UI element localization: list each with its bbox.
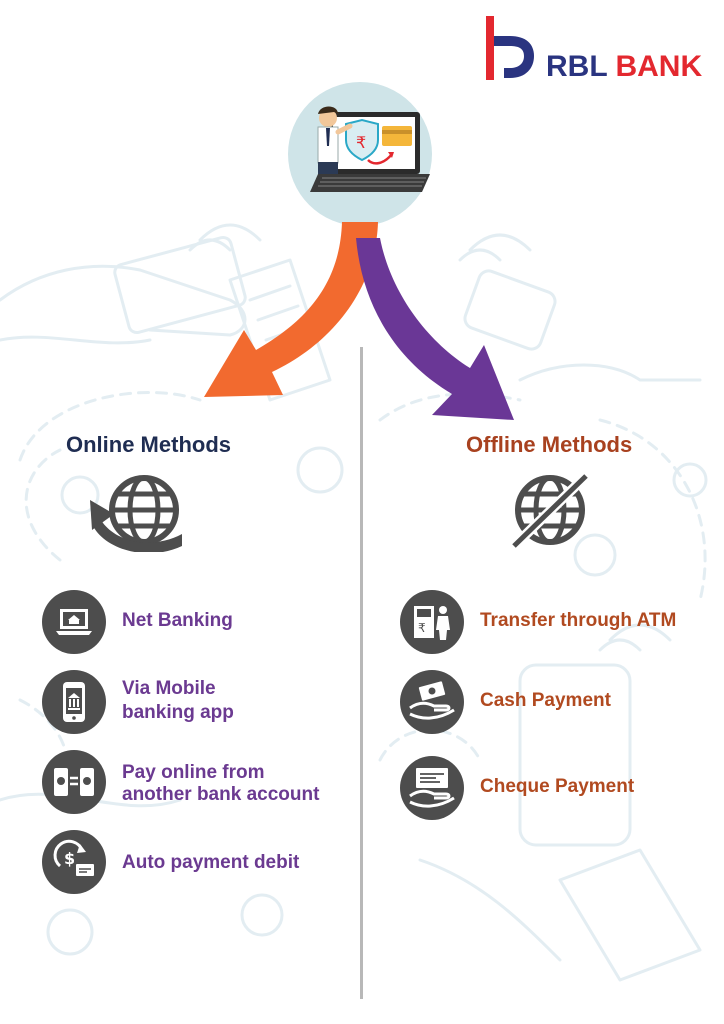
method-label: Via Mobile [122,678,216,699]
online-method-net-banking: Net Banking [42,590,342,654]
atm-icon: ₹ [400,590,464,654]
method-label-line2: banking app [122,702,234,723]
offline-method-cheque: Cheque Payment [400,756,710,820]
phone-transfer-icon [42,750,106,814]
auto-debit-icon: $ [42,830,106,894]
mobile-bank-icon [42,670,106,734]
person-laptop-shield-card-icon: ₹ [310,106,430,192]
online-method-mobile-app: Via Mobile banking app [42,670,342,734]
method-label-line2: another bank account [122,784,320,805]
online-methods-heading: Online Methods [66,432,231,457]
method-label: Transfer through ATM [480,610,677,631]
svg-text:₹: ₹ [356,133,366,152]
method-label: Cheque Payment [480,776,635,797]
method-label: Pay online from [122,762,265,783]
laptop-bank-icon [42,590,106,654]
offline-method-cash: Cash Payment [400,670,710,734]
svg-text:$: $ [64,849,75,868]
center-divider [360,347,363,999]
rbl-logo-mark-icon [486,16,534,80]
globe-crossed-icon [510,472,590,550]
logo-wordmark: RBL BANK [546,50,702,84]
offline-methods-heading: Offline Methods [466,432,633,457]
online-method-auto-debit: $ Auto payment debit [42,830,342,894]
online-method-other-bank: Pay online from another bank account [42,750,362,814]
method-label: Net Banking [122,610,233,631]
cash-hand-icon [400,670,464,734]
cheque-hand-icon [400,756,464,820]
globe-arrow-icon [90,475,182,552]
logo-rbl-text: RBL [546,50,608,83]
hero-illustration: ₹ [288,82,432,226]
svg-text:₹: ₹ [418,621,426,635]
rbl-bank-logo: RBL BANK [484,16,716,84]
method-label: Cash Payment [480,690,611,711]
method-label: Auto payment debit [122,852,300,873]
logo-bank-text: BANK [615,50,703,83]
offline-method-atm: ₹ Transfer through ATM [400,590,710,654]
